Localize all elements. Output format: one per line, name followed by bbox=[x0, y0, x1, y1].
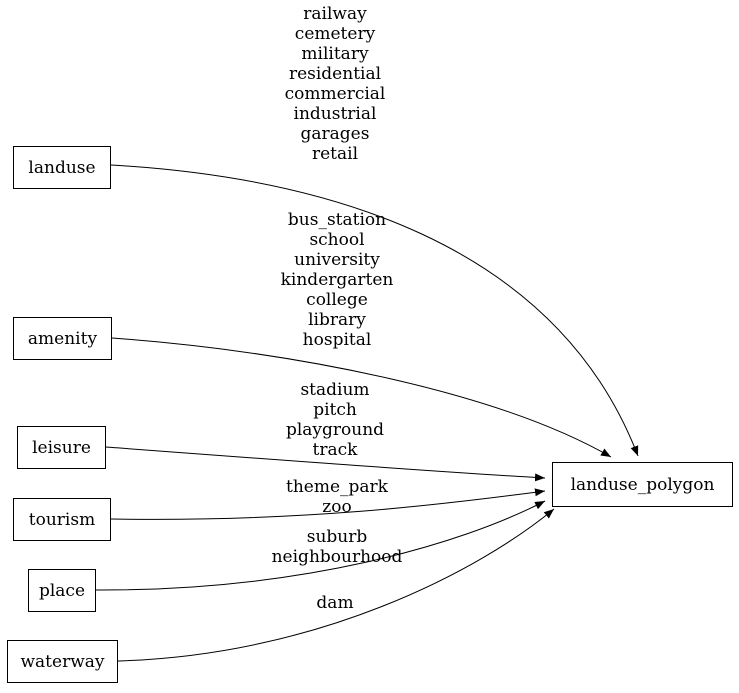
edge-label-waterway: dam bbox=[215, 593, 455, 613]
edge-label-line: bus_station bbox=[287, 210, 387, 230]
edge-label-line: dam bbox=[316, 593, 354, 613]
edge-label-line: kindergarten bbox=[280, 270, 394, 290]
edge-label-line: retail bbox=[311, 144, 359, 164]
edge-label-line: track bbox=[312, 440, 358, 460]
edge-label-line: school bbox=[309, 230, 365, 250]
edge-label-line: stadium bbox=[300, 380, 370, 400]
edge-label-amenity: bus_station school university kindergart… bbox=[217, 210, 457, 350]
edge-label-line: military bbox=[301, 44, 369, 64]
node-amenity: amenity bbox=[13, 317, 112, 360]
edge-label-line: hospital bbox=[302, 330, 372, 350]
node-tourism-label: tourism bbox=[28, 509, 96, 530]
node-landuse_polygon: landuse_polygon bbox=[552, 462, 733, 507]
edge-label-line: library bbox=[308, 310, 366, 330]
edge-label-line: garages bbox=[300, 124, 370, 144]
edge-label-line: zoo bbox=[322, 497, 352, 517]
node-landuse_polygon-label: landuse_polygon bbox=[570, 474, 715, 495]
edge-label-line: theme_park bbox=[286, 477, 388, 497]
edge-label-line: pitch bbox=[313, 400, 357, 420]
node-place-label: place bbox=[38, 580, 86, 601]
node-place: place bbox=[28, 569, 96, 612]
node-waterway: waterway bbox=[7, 640, 118, 683]
node-landuse-label: landuse bbox=[28, 157, 96, 178]
node-leisure-label: leisure bbox=[32, 437, 91, 458]
edge-label-place: suburb neighbourhood bbox=[217, 527, 457, 567]
node-tourism: tourism bbox=[13, 498, 111, 541]
edge-label-tourism: theme_park zoo bbox=[217, 477, 457, 517]
node-amenity-label: amenity bbox=[27, 328, 98, 349]
node-waterway-label: waterway bbox=[20, 651, 105, 672]
edge-label-leisure: stadium pitch playground track bbox=[215, 380, 455, 460]
edge-label-line: railway bbox=[303, 4, 367, 24]
edge-label-line: residential bbox=[288, 64, 382, 84]
edge-label-landuse: railway cemetery military residential co… bbox=[215, 4, 455, 164]
edge-label-line: neighbourhood bbox=[271, 547, 403, 567]
edge-label-line: commercial bbox=[284, 84, 386, 104]
node-landuse: landuse bbox=[13, 146, 111, 189]
edge-label-line: suburb bbox=[306, 527, 368, 547]
edge-label-line: college bbox=[306, 290, 368, 310]
edge-label-line: playground bbox=[285, 420, 385, 440]
node-leisure: leisure bbox=[17, 426, 106, 469]
edge-label-line: cemetery bbox=[294, 24, 376, 44]
edge-label-line: industrial bbox=[293, 104, 377, 124]
edge-label-line: university bbox=[294, 250, 380, 270]
